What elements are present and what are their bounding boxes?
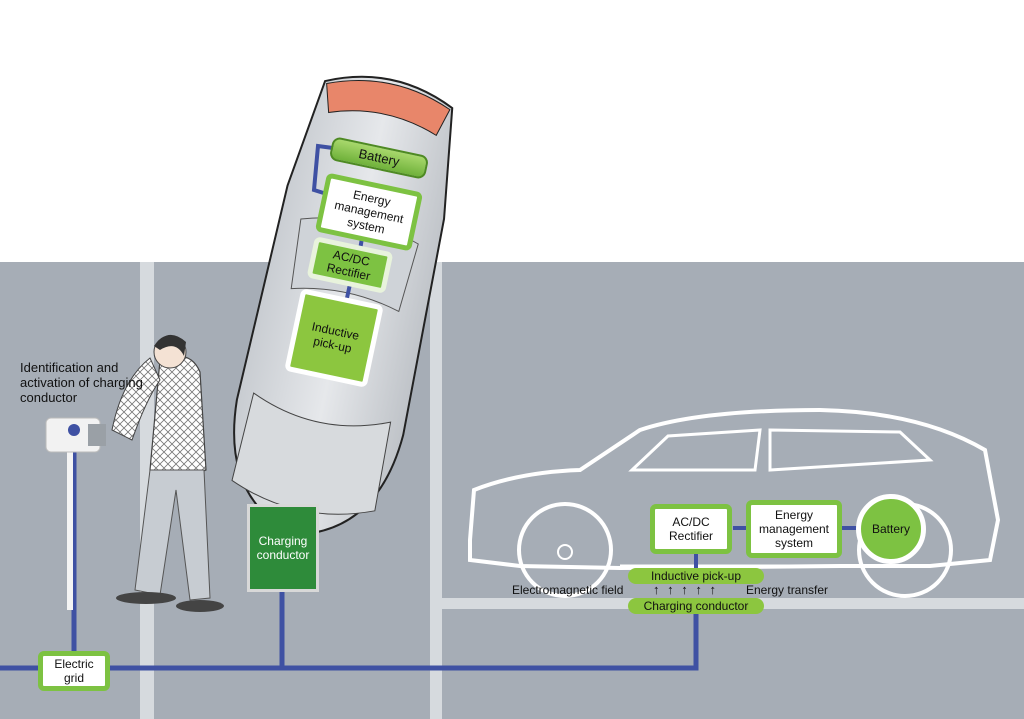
side-battery-label: Battery <box>871 522 910 536</box>
side-charging-conductor-label: Charging conductor <box>643 599 749 613</box>
side-rectifier-box: AC/DC Rectifier <box>650 504 732 554</box>
person <box>111 334 224 612</box>
side-inductive-pickup: Inductive pick-up <box>628 568 764 584</box>
side-energy-management-label: Energy management system <box>758 508 830 550</box>
field-arrows: ↑ ↑ ↑ ↑ ↑ <box>653 582 718 597</box>
identification-label: Identification and activation of chargin… <box>20 360 143 405</box>
side-inductive-pickup-label: Inductive pick-up <box>650 569 742 583</box>
road-line-vertical-2 <box>430 262 442 719</box>
wheel-hub-front <box>557 544 573 560</box>
top-battery-label: Battery <box>357 145 401 170</box>
top-rectifier-label: AC/DC Rectifier <box>325 247 372 284</box>
electric-grid-label: Electric grid <box>54 657 94 685</box>
top-energy-management-label: Energy management system <box>333 187 405 237</box>
charging-conductor-box: Charging conductor <box>247 504 319 592</box>
charging-conductor-label: Charging conductor <box>256 534 310 562</box>
side-battery: Battery <box>856 494 926 564</box>
electromagnetic-field-label: Electromagnetic field <box>512 583 624 597</box>
top-inductive-pickup-label: Inductive pick-up <box>310 319 361 356</box>
charging-station-button <box>68 424 80 436</box>
side-rectifier-label: AC/DC Rectifier <box>668 515 713 543</box>
charging-station-plug <box>88 424 106 446</box>
electric-grid-box: Electric grid <box>38 651 110 691</box>
energy-transfer-label: Energy transfer <box>746 583 829 597</box>
top-inductive-pickup-box: Inductive pick-up <box>284 288 384 388</box>
side-energy-management-box: Energy management system <box>746 500 842 558</box>
wires <box>0 432 699 671</box>
side-charging-conductor: Charging conductor <box>628 598 764 614</box>
